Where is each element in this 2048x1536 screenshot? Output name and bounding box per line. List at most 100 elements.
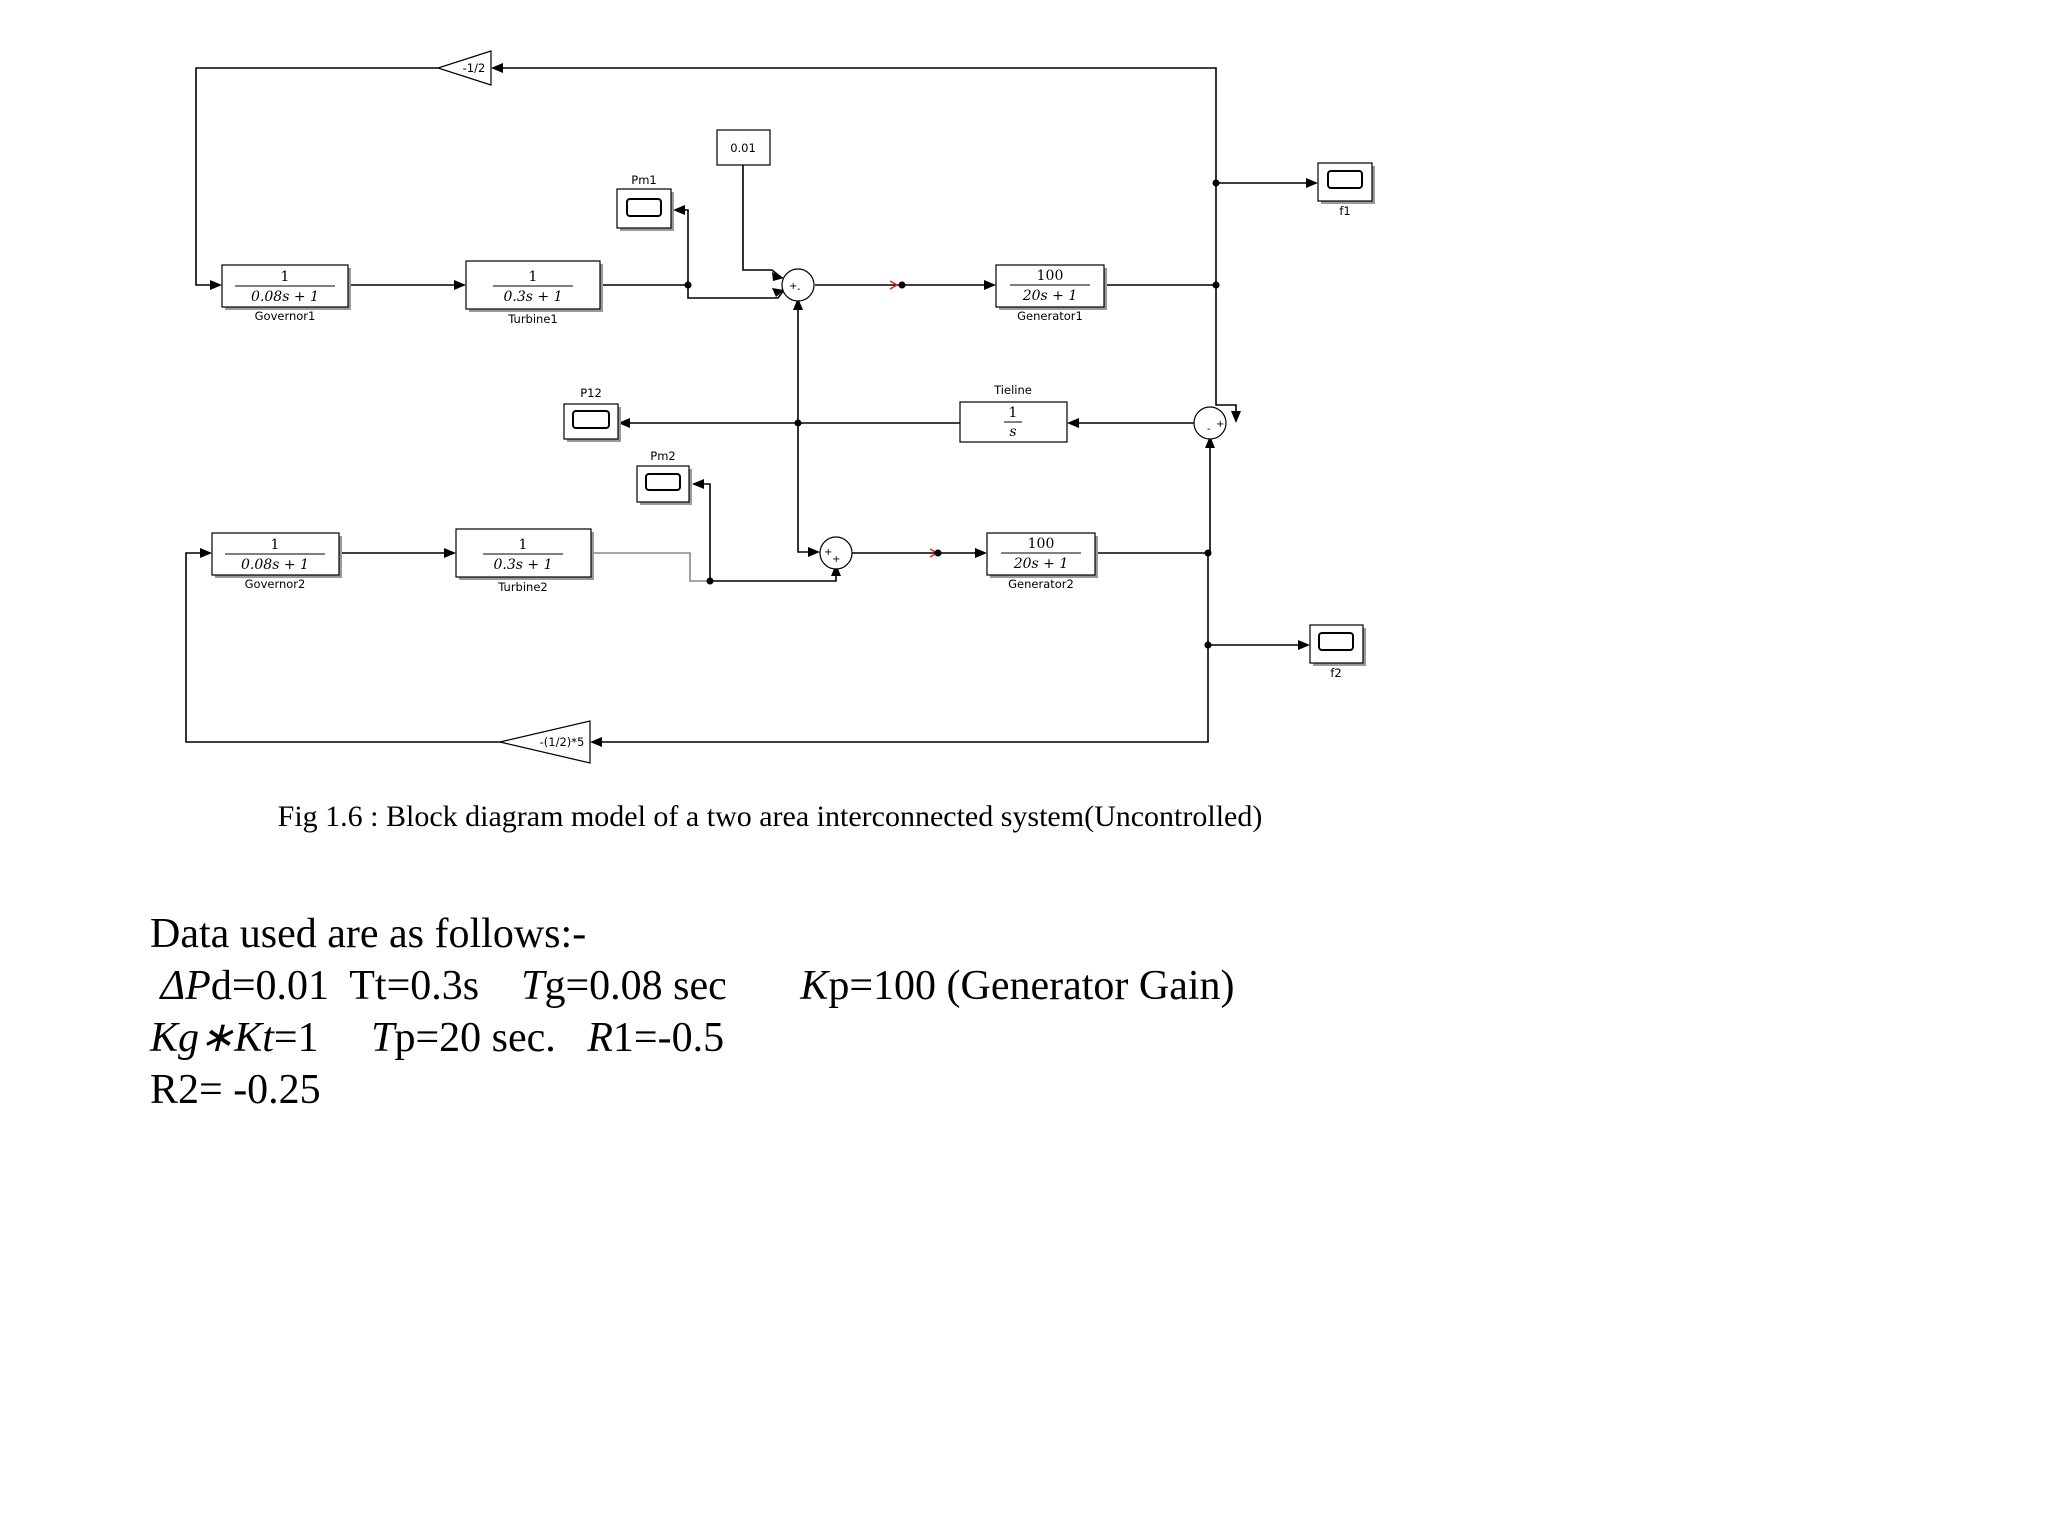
- tieline-den: s: [1009, 424, 1016, 440]
- arrow-into-sum3-a: [1231, 411, 1241, 423]
- arrow-into-sum2-b: [831, 564, 841, 576]
- sum2: + +: [819, 536, 853, 570]
- generator1-num: 100: [1037, 268, 1064, 284]
- tieline-label: Tieline: [993, 383, 1032, 397]
- junction-f1-top: [1212, 179, 1220, 187]
- tp-symbol: T: [371, 1015, 395, 1061]
- governor1-num: 1: [281, 269, 290, 285]
- sum1-sign-1: +: [789, 281, 797, 292]
- tg-value: g=0.08 sec: [544, 963, 727, 1009]
- junction-f1: [1212, 281, 1220, 289]
- scope-pm2-label: Pm2: [650, 449, 675, 463]
- governor2-num: 1: [271, 537, 280, 553]
- tieline-block: 1 s Tieline: [959, 383, 1068, 443]
- arrow-into-f1: [1306, 178, 1318, 188]
- scope-f2-label: f2: [1330, 666, 1341, 680]
- kgkt-value: =1: [273, 1015, 319, 1061]
- turbine2-label: Turbine2: [497, 580, 547, 594]
- data-row-3: R2= -0.25: [150, 1067, 321, 1113]
- wire-p12-to-sum2: [797, 423, 814, 553]
- arrow-into-generator1: [984, 280, 996, 290]
- constant-value: 0.01: [730, 141, 756, 155]
- turbine2-den: 0.3s + 1: [494, 557, 553, 573]
- r1-symbol: R: [587, 1015, 613, 1061]
- sum3-sign-2: -: [1207, 424, 1211, 435]
- scope-p12: P12: [563, 386, 621, 442]
- governor2-label: Governor2: [245, 577, 306, 591]
- figure-caption: Fig 1.6 : Block diagram model of a two a…: [277, 800, 1263, 833]
- generator1-block: 100 20s + 1 Generator1: [995, 264, 1107, 323]
- arrow-into-sum3-b: [1205, 436, 1215, 448]
- gain-bottom-value: -(1/2)*5: [540, 735, 585, 749]
- sum3-sign-1: +: [1216, 419, 1224, 430]
- governor1-den: 0.08s + 1: [251, 289, 319, 305]
- scope-f1-label: f1: [1339, 204, 1350, 218]
- arrow-into-tieline: [1067, 418, 1079, 428]
- arrow-into-sum1-b: [772, 288, 784, 297]
- gain-bottom: -(1/2)*5: [499, 720, 591, 764]
- turbine2-block: 1 0.3s + 1 Turbine2: [455, 528, 594, 594]
- junction-turbine1: [684, 281, 692, 289]
- wire-to-pm2: [698, 483, 711, 581]
- sum1-sign-2: -: [797, 284, 801, 295]
- arrow-into-sum2-a: [808, 547, 820, 557]
- arrow-into-turbine1: [454, 280, 466, 290]
- scope-pm1: Pm1: [616, 173, 674, 231]
- signal-wires: [185, 67, 1312, 743]
- generator1-den: 20s + 1: [1022, 288, 1078, 304]
- governor2-block: 1 0.08s + 1 Governor2: [211, 532, 342, 591]
- arrow-into-generator2: [975, 548, 987, 558]
- junction-sum1-out: [898, 281, 906, 289]
- arrow-into-governor2: [200, 548, 212, 558]
- tieline-num: 1: [1009, 405, 1018, 421]
- governor2-den: 0.08s + 1: [241, 557, 309, 573]
- arrow-into-gain-top: [491, 63, 503, 73]
- sum3: + -: [1193, 406, 1227, 440]
- arrow-into-pm1: [673, 205, 685, 215]
- wire-gain-top-to-governor1: [195, 67, 438, 286]
- junction-turbine2: [706, 577, 714, 585]
- generator2-den: 20s + 1: [1013, 556, 1069, 572]
- gain-top-value: -1/2: [463, 61, 486, 75]
- turbine1-label: Turbine1: [507, 312, 557, 326]
- data-heading: Data used are as follows:-: [150, 911, 587, 957]
- turbine1-num: 1: [529, 269, 538, 285]
- arrow-into-sum1-a: [772, 272, 784, 281]
- junction-f2-bottom: [1204, 641, 1212, 649]
- tg-symbol: T: [521, 963, 545, 1009]
- sum1: + -: [781, 268, 815, 302]
- block-diagram: -1/2 -(1/2)*5 0.01 1 0.08s + 1 Governor1…: [185, 50, 1375, 764]
- turbine2-num: 1: [519, 537, 528, 553]
- generator2-block: 100 20s + 1 Generator2: [986, 532, 1098, 591]
- wire-gain-bottom-to-governor2: [185, 552, 500, 743]
- arrowheads: [200, 63, 1318, 747]
- constant-block: 0.01: [716, 129, 771, 166]
- data-row-1: ΔPd=0.01 Tt=0.3s Tg=0.08 sec Kp=100 (Gen…: [150, 960, 1235, 1012]
- arrow-into-turbine2: [444, 548, 456, 558]
- governor1-block: 1 0.08s + 1 Governor1: [221, 264, 351, 323]
- junction-tieline: [794, 419, 802, 427]
- junction-sum2-out: [934, 549, 942, 557]
- arrow-into-gain-bottom: [590, 737, 602, 747]
- governor1-label: Governor1: [255, 309, 316, 323]
- tt-value: Tt=0.3s: [349, 963, 480, 1009]
- scope-f1: f1: [1317, 162, 1375, 218]
- turbine1-block: 1 0.3s + 1 Turbine1: [465, 260, 603, 326]
- arrow-into-pm2: [692, 479, 704, 489]
- r1-value: 1=-0.5: [612, 1015, 725, 1061]
- wire-f1-to-gain-top: [496, 67, 1217, 285]
- scope-pm1-label: Pm1: [631, 173, 656, 187]
- wire-constant-to-sum1: [742, 165, 783, 279]
- scope-f2: f2: [1309, 624, 1366, 680]
- wire-turbine2-out: [591, 552, 710, 582]
- data-row-2: Kg∗Kt=1 Tp=20 sec. R1=-0.5: [150, 1012, 1235, 1064]
- wire-pm2-to-sum2: [710, 570, 837, 582]
- wire-to-pm1: [678, 209, 689, 285]
- arrow-into-f2: [1298, 640, 1310, 650]
- wire-pm1-to-sum1: [687, 285, 785, 299]
- wire-f2-to-gain-bottom: [595, 553, 1209, 743]
- junctions: [684, 179, 1220, 649]
- kp-value: p=100 (Generator Gain): [828, 963, 1235, 1009]
- gain-top: -1/2: [436, 50, 492, 86]
- sum2-sign-1: +: [824, 547, 832, 558]
